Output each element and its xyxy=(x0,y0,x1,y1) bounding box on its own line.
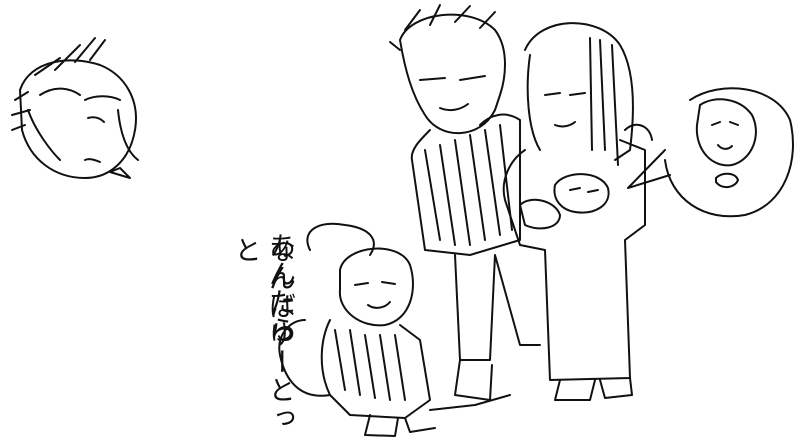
monkey-figure-sketch xyxy=(278,222,436,437)
floating-head-sketch xyxy=(11,37,139,179)
thought-bubble-sketch xyxy=(627,87,794,218)
man-figure-sketch xyxy=(389,4,541,411)
woman-figure-sketch xyxy=(502,22,653,401)
baby-sketch xyxy=(519,173,610,230)
speech-text-line-1: あんたら xyxy=(264,232,295,344)
speech-text-line-2: なんばゆーとっと xyxy=(230,236,295,432)
